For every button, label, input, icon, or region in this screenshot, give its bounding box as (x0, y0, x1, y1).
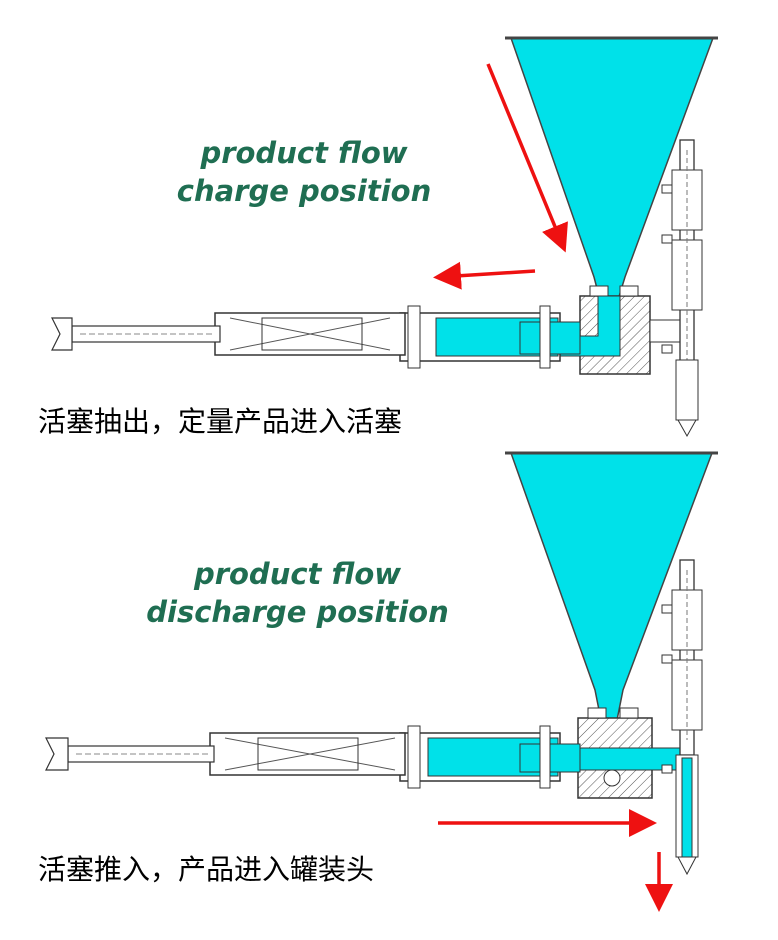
title-line-1: product flow (193, 557, 402, 591)
flow-arrow-piston-out (433, 261, 536, 290)
panel-charge (51, 36, 718, 438)
panel-charge-title: product flow charge position (168, 134, 440, 210)
filling-nozzle (661, 559, 703, 876)
filling-nozzle (661, 139, 703, 438)
flow-arrow-into-hopper (486, 63, 568, 253)
title-line-1: product flow (200, 136, 408, 170)
title-line-2: discharge position (146, 595, 449, 629)
panel-discharge-caption: 活塞推入，产品进入罐装头 (38, 853, 375, 886)
panel-discharge-title: product flow discharge position (135, 555, 460, 631)
title-line-2: charge position (176, 174, 432, 208)
panel-charge-caption: 活塞抽出，定量产品进入活塞 (38, 405, 403, 438)
panel-discharge (45, 451, 718, 912)
